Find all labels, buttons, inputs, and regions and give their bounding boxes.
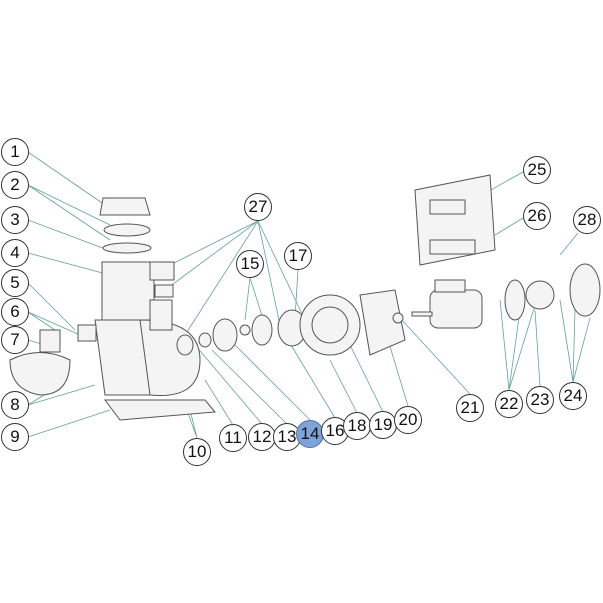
callout-12[interactable]: 12 xyxy=(248,423,276,451)
leader-lines xyxy=(27,151,591,439)
callout-17[interactable]: 17 xyxy=(284,242,312,270)
callout-26[interactable]: 26 xyxy=(523,202,551,230)
callout-6[interactable]: 6 xyxy=(1,298,29,326)
callout-25[interactable]: 25 xyxy=(523,156,551,184)
callout-9[interactable]: 9 xyxy=(1,423,29,451)
callout-28[interactable]: 28 xyxy=(573,206,601,234)
callout-23[interactable]: 23 xyxy=(526,386,554,414)
callout-5[interactable]: 5 xyxy=(1,269,29,297)
callout-19[interactable]: 19 xyxy=(369,411,397,439)
callout-11[interactable]: 11 xyxy=(219,424,247,452)
callout-3[interactable]: 3 xyxy=(1,206,29,234)
callout-14-highlighted[interactable]: 14 xyxy=(296,420,324,448)
callout-18[interactable]: 18 xyxy=(343,412,371,440)
callout-24[interactable]: 24 xyxy=(559,382,587,410)
callout-20[interactable]: 20 xyxy=(394,406,422,434)
callout-10[interactable]: 10 xyxy=(183,438,211,466)
callout-22[interactable]: 22 xyxy=(495,390,523,418)
callout-1[interactable]: 1 xyxy=(1,138,29,166)
callout-21[interactable]: 21 xyxy=(456,394,484,422)
callout-15[interactable]: 15 xyxy=(236,250,264,278)
callout-7[interactable]: 7 xyxy=(1,326,29,354)
callout-8[interactable]: 8 xyxy=(1,391,29,419)
callout-4[interactable]: 4 xyxy=(1,239,29,267)
callout-2[interactable]: 2 xyxy=(1,171,29,199)
pump-parts xyxy=(9,174,601,421)
callout-27[interactable]: 27 xyxy=(244,193,272,221)
